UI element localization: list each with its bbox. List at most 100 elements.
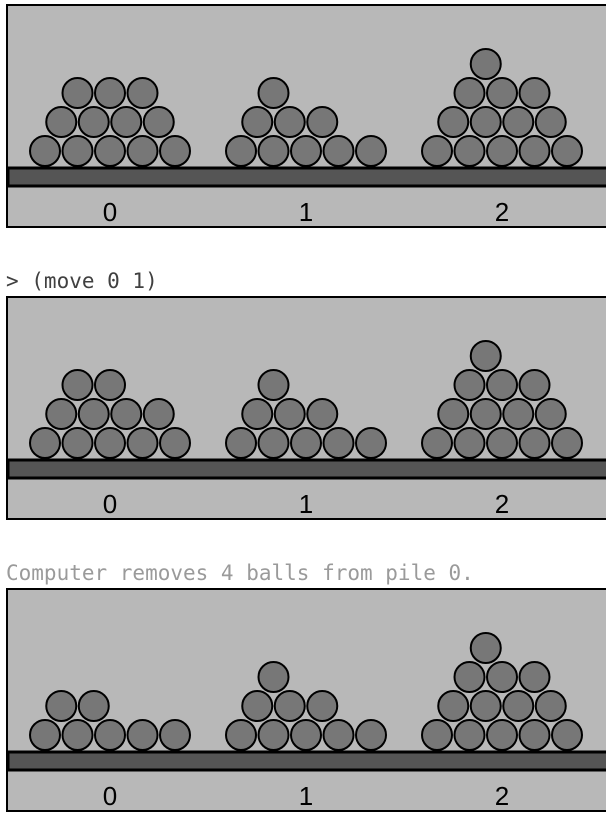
- ball: [322, 427, 355, 459]
- ball: [77, 398, 110, 430]
- ball: [453, 661, 486, 693]
- ball: [469, 690, 502, 722]
- ball: [257, 135, 290, 167]
- ball: [306, 690, 339, 722]
- ball: [126, 135, 159, 167]
- ball: [502, 106, 535, 138]
- ball: [61, 427, 94, 459]
- ball: [77, 690, 110, 722]
- ball: [159, 427, 191, 459]
- ball: [110, 398, 143, 430]
- ball: [534, 690, 567, 722]
- ball: [469, 106, 502, 138]
- ball: [94, 77, 126, 109]
- pile-label-2: 2: [495, 781, 509, 811]
- game-board-3: 0 1 2: [6, 588, 606, 812]
- ball: [355, 427, 387, 459]
- ball: [502, 690, 535, 722]
- ball: [486, 661, 518, 693]
- ball: [142, 106, 175, 138]
- ball: [61, 77, 94, 109]
- ball: [29, 427, 61, 459]
- ball: [61, 135, 94, 167]
- ball: [453, 719, 486, 751]
- ball: [110, 106, 143, 138]
- ball: [518, 427, 551, 459]
- ball: [518, 369, 551, 401]
- ball: [126, 427, 159, 459]
- ball: [551, 719, 583, 751]
- ball: [518, 135, 551, 167]
- shelf: [8, 750, 606, 772]
- ball: [257, 661, 290, 693]
- ball: [257, 369, 290, 401]
- ball: [518, 77, 551, 109]
- ball: [306, 398, 339, 430]
- ball: [453, 77, 486, 109]
- ball: [469, 398, 502, 430]
- ball: [469, 48, 502, 80]
- ball: [29, 719, 61, 751]
- ball: [469, 340, 502, 372]
- command-line: > (move 0 1): [6, 269, 158, 293]
- ball: [225, 719, 257, 751]
- pile-2[interactable]: [421, 340, 583, 459]
- ball: [126, 719, 159, 751]
- ball: [159, 135, 191, 167]
- ball: [94, 135, 126, 167]
- ball: [421, 719, 453, 751]
- ball: [453, 135, 486, 167]
- ball: [159, 719, 191, 751]
- ball: [437, 398, 470, 430]
- pile-2[interactable]: [421, 632, 583, 751]
- ball: [306, 106, 339, 138]
- ball: [61, 369, 94, 401]
- ball: [273, 106, 306, 138]
- pile-1[interactable]: [225, 661, 387, 751]
- pile-label-0: 0: [103, 781, 117, 811]
- ball: [453, 369, 486, 401]
- ball: [518, 661, 551, 693]
- ball: [61, 719, 94, 751]
- ball: [241, 398, 274, 430]
- pile-2[interactable]: [421, 48, 583, 167]
- ball: [290, 719, 322, 751]
- ball: [486, 369, 518, 401]
- pile-label-1: 1: [299, 781, 313, 811]
- ball: [355, 135, 387, 167]
- pile-label-0: 0: [103, 197, 117, 227]
- ball: [273, 690, 306, 722]
- ball: [486, 135, 518, 167]
- pile-1[interactable]: [225, 77, 387, 167]
- ball: [241, 106, 274, 138]
- ball: [257, 77, 290, 109]
- ball: [225, 135, 257, 167]
- board-3-canvas: 0 1 2: [8, 632, 606, 811]
- ball: [45, 398, 78, 430]
- ball: [355, 719, 387, 751]
- ball: [518, 719, 551, 751]
- ball: [551, 135, 583, 167]
- ball: [45, 690, 78, 722]
- ball: [290, 427, 322, 459]
- pile-label-0: 0: [103, 489, 117, 519]
- ball: [534, 398, 567, 430]
- ball: [257, 427, 290, 459]
- shelf: [8, 166, 606, 188]
- ball: [142, 398, 175, 430]
- ball: [94, 369, 126, 401]
- ball: [273, 398, 306, 430]
- pile-0[interactable]: [29, 77, 191, 167]
- pile-0[interactable]: [29, 369, 191, 459]
- ball: [453, 427, 486, 459]
- pile-0[interactable]: [29, 690, 191, 751]
- ball: [322, 135, 355, 167]
- ball: [421, 427, 453, 459]
- computer-message: Computer removes 4 balls from pile 0.: [6, 561, 474, 585]
- ball: [469, 632, 502, 664]
- pile-label-2: 2: [495, 197, 509, 227]
- pile-1[interactable]: [225, 369, 387, 459]
